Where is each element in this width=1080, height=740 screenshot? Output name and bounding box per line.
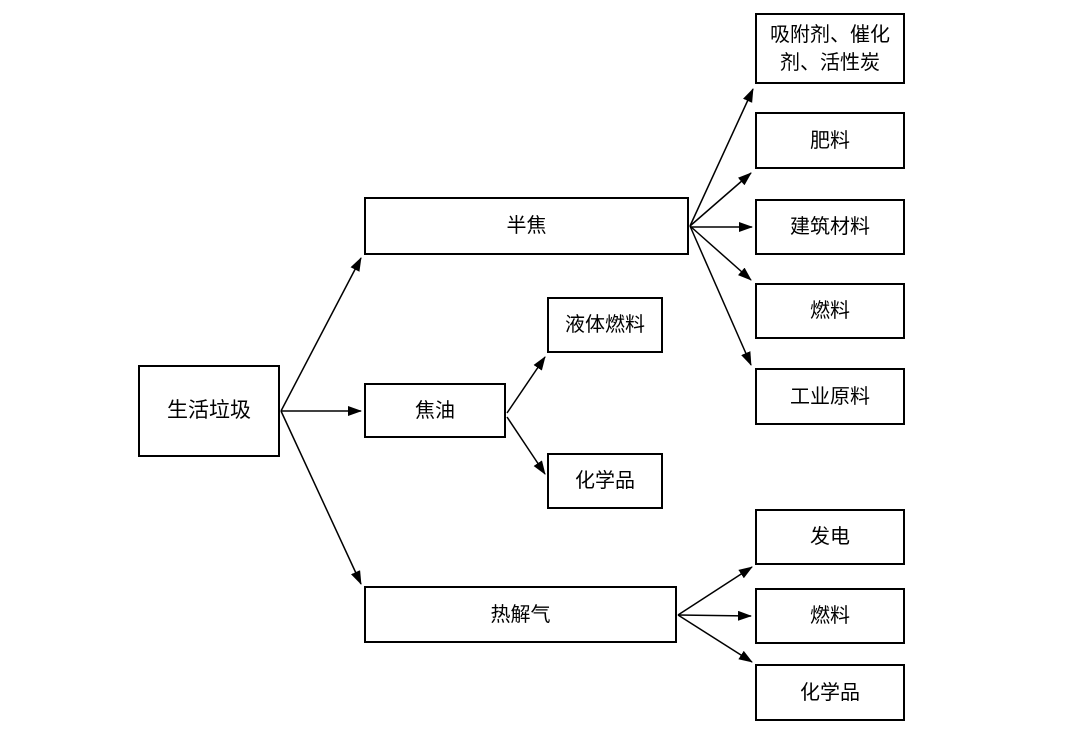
- node-source: 生活垃圾: [138, 365, 280, 457]
- node-label-chemicals-tar: 化学品: [575, 470, 635, 492]
- node-label-fertilizer: 肥料: [810, 129, 850, 152]
- node-label-tar: 焦油: [415, 399, 455, 422]
- node-fertilizer: 肥料: [755, 112, 905, 169]
- edge-pyrogas-to-power: [677, 566, 753, 616]
- node-label-source: 生活垃圾: [167, 399, 251, 423]
- node-building: 建筑材料: [755, 199, 905, 255]
- node-chemicals-gas: 化学品: [755, 664, 905, 721]
- edge-semicoke-to-fertilizer: [689, 172, 752, 227]
- node-label-power: 发电: [810, 526, 850, 548]
- edge-semicoke-to-industrial: [689, 225, 752, 366]
- edge-group: [280, 88, 754, 663]
- node-fuel-semicoke: 燃料: [755, 283, 905, 339]
- node-power: 发电: [755, 509, 905, 565]
- node-liquid-fuel: 液体燃料: [547, 297, 663, 353]
- node-tar: 焦油: [364, 383, 506, 438]
- node-label-semicoke: 半焦: [506, 215, 547, 237]
- node-pyrogas: 热解气: [364, 586, 677, 643]
- edge-source-to-pyrogas: [280, 410, 362, 585]
- node-label-pyrogas: 热解气: [490, 603, 551, 626]
- node-adsorbent: 吸附剂、催化 剂、活性炭: [755, 13, 905, 84]
- edge-semicoke-to-adsorbent: [689, 88, 754, 227]
- node-industrial: 工业原料: [755, 368, 905, 425]
- node-fuel-gas: 燃料: [755, 588, 905, 644]
- edge-tar-to-chemicals-tar: [506, 416, 546, 475]
- edge-source-to-semicoke: [280, 257, 362, 412]
- node-label-fuel-gas: 燃料: [810, 605, 850, 627]
- node-semicoke: 半焦: [364, 197, 689, 255]
- node-label-building: 建筑材料: [790, 216, 870, 238]
- node-label-adsorbent: 吸附剂、催化 剂、活性炭: [770, 23, 890, 74]
- node-label-liquid-fuel: 液体燃料: [565, 314, 645, 336]
- edge-semicoke-to-fuel-semicoke: [689, 225, 752, 281]
- node-label-chemicals-gas: 化学品: [800, 681, 860, 704]
- edge-pyrogas-to-chemicals-gas: [677, 614, 753, 663]
- node-label-industrial: 工业原料: [790, 385, 870, 408]
- edge-pyrogas-to-fuel-gas: [677, 610, 752, 621]
- edge-tar-to-liquid-fuel: [506, 356, 546, 414]
- node-chemicals-tar: 化学品: [547, 453, 663, 509]
- node-label-fuel-semicoke: 燃料: [810, 300, 850, 322]
